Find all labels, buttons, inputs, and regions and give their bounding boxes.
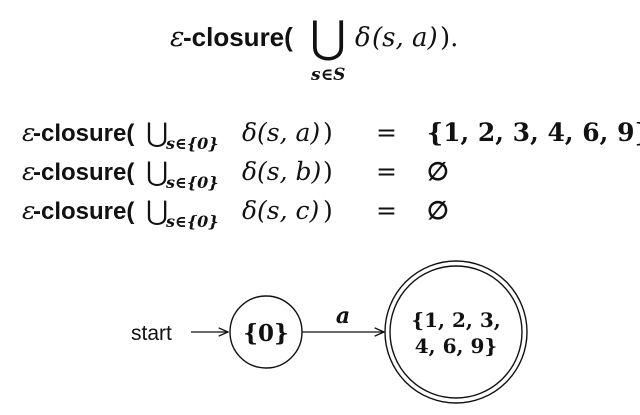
- top-formula-delta: δ: [355, 23, 371, 53]
- top-formula-args: (s, a): [372, 23, 438, 53]
- state-start-label: {0}: [243, 320, 289, 347]
- start-label: start: [131, 322, 172, 345]
- eq2-equals: =: [376, 157, 397, 186]
- eq2-close: ): [323, 157, 333, 186]
- eq3-epsilon: ε: [22, 196, 35, 225]
- eq2-subscript: s∈{0}: [165, 173, 219, 192]
- top-formula-union-subscript: s∈S: [310, 65, 345, 85]
- eq1-args: (s, a): [257, 118, 320, 147]
- eq1-close: ): [323, 118, 333, 147]
- eq3-equals: =: [376, 196, 397, 225]
- eq2-delta: δ: [242, 157, 257, 186]
- eq3-union-symbol: ⋃: [146, 196, 168, 227]
- eq1-epsilon: ε: [22, 118, 35, 147]
- state-accept-inner: [389, 265, 523, 399]
- automaton: start {0} a {1, 2, 3, 4, 6, 9}: [131, 260, 528, 404]
- top-formula: ε -closure( ⋃ s∈S δ (s, a) ).: [170, 12, 458, 85]
- eq3-subscript: s∈{0}: [165, 212, 219, 231]
- state-accept-outer: [384, 260, 528, 404]
- top-formula-closure: -closure(: [183, 22, 293, 52]
- eq1-delta: δ: [242, 118, 257, 147]
- eq1-rhs: {1, 2, 3, 4, 6, 9}: [427, 118, 640, 147]
- eq3-rhs: ∅: [427, 196, 449, 225]
- eq3-args: (s, c): [257, 196, 319, 225]
- eq1-union-symbol: ⋃: [146, 118, 168, 149]
- top-formula-epsilon: ε: [170, 22, 185, 53]
- equation-row-3: ε -closure( ⋃ s∈{0} δ (s, c) ) = ∅: [22, 196, 449, 231]
- equation-row-2: ε -closure( ⋃ s∈{0} δ (s, b) ) = ∅: [22, 157, 449, 192]
- eq1-equals: =: [376, 118, 397, 147]
- eq2-closure: -closure(: [33, 159, 134, 186]
- eq3-closure: -closure(: [33, 198, 134, 225]
- eq2-args: (s, b): [257, 157, 321, 186]
- eq2-epsilon: ε: [22, 157, 35, 186]
- equation-row-1: ε -closure( ⋃ s∈{0} δ (s, a) ) = {1, 2, …: [22, 118, 640, 153]
- eq1-subscript: s∈{0}: [165, 134, 219, 153]
- state-accept-label-line1: {1, 2, 3,: [411, 308, 500, 332]
- eq1-closure: -closure(: [33, 120, 134, 147]
- eq2-union-symbol: ⋃: [146, 157, 168, 188]
- top-formula-union-symbol: ⋃: [310, 12, 346, 63]
- state-accept-label-line2: 4, 6, 9}: [415, 334, 497, 358]
- eq3-close: ): [323, 196, 333, 225]
- eq3-delta: δ: [242, 196, 257, 225]
- eq2-rhs: ∅: [427, 157, 449, 186]
- transition-label-a: a: [336, 303, 350, 329]
- top-formula-close: ).: [440, 23, 458, 53]
